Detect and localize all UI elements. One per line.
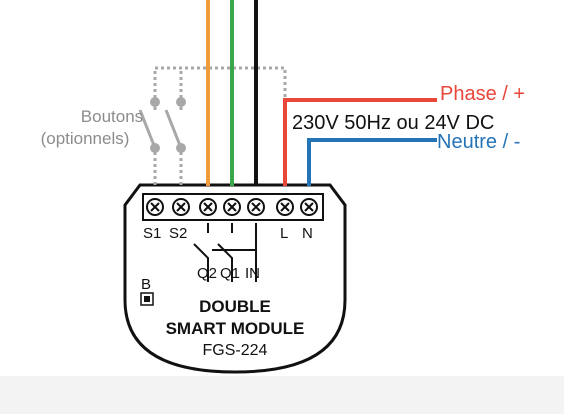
output-label-q1: Q1 bbox=[220, 265, 241, 282]
output-label-q2: Q2 bbox=[197, 265, 218, 282]
phase-wire bbox=[283, 98, 437, 186]
module-model: FGS-224 bbox=[202, 342, 268, 359]
screw-slot bbox=[251, 202, 261, 212]
screw-slot bbox=[304, 202, 314, 212]
module-body bbox=[123, 183, 347, 374]
terminal-label-n: N bbox=[302, 225, 313, 242]
buttons-label-line2: (optionnels) bbox=[40, 129, 130, 148]
supply-label: 230V 50Hz ou 24V DC bbox=[292, 112, 495, 134]
terminal-label-l: L bbox=[280, 225, 289, 242]
neutral-label: Neutre / - bbox=[437, 131, 521, 153]
optional-buttons bbox=[138, 97, 186, 153]
phase-label: Phase / + bbox=[440, 83, 526, 105]
screw-slot bbox=[176, 202, 186, 212]
b-button-label: B bbox=[141, 276, 152, 293]
bottom-band bbox=[0, 376, 564, 414]
neutral-wire bbox=[307, 138, 437, 186]
screw-slot bbox=[280, 202, 290, 212]
module-name-line2: SMART MODULE bbox=[165, 319, 305, 338]
terminal-label-s2: S2 bbox=[169, 225, 188, 242]
screw-slot bbox=[150, 202, 160, 212]
module-name-line1: DOUBLE bbox=[199, 297, 271, 316]
terminal-label-s1: S1 bbox=[143, 225, 162, 242]
dotted-wires bbox=[153, 66, 287, 185]
terminals bbox=[146, 198, 318, 216]
output-label-in: IN bbox=[245, 265, 260, 282]
buttons-label-line1: Boutons bbox=[80, 107, 144, 126]
screw-slot bbox=[227, 202, 237, 212]
relay-symbols bbox=[193, 223, 257, 282]
screw-slot bbox=[203, 202, 213, 212]
b-button bbox=[140, 292, 154, 306]
